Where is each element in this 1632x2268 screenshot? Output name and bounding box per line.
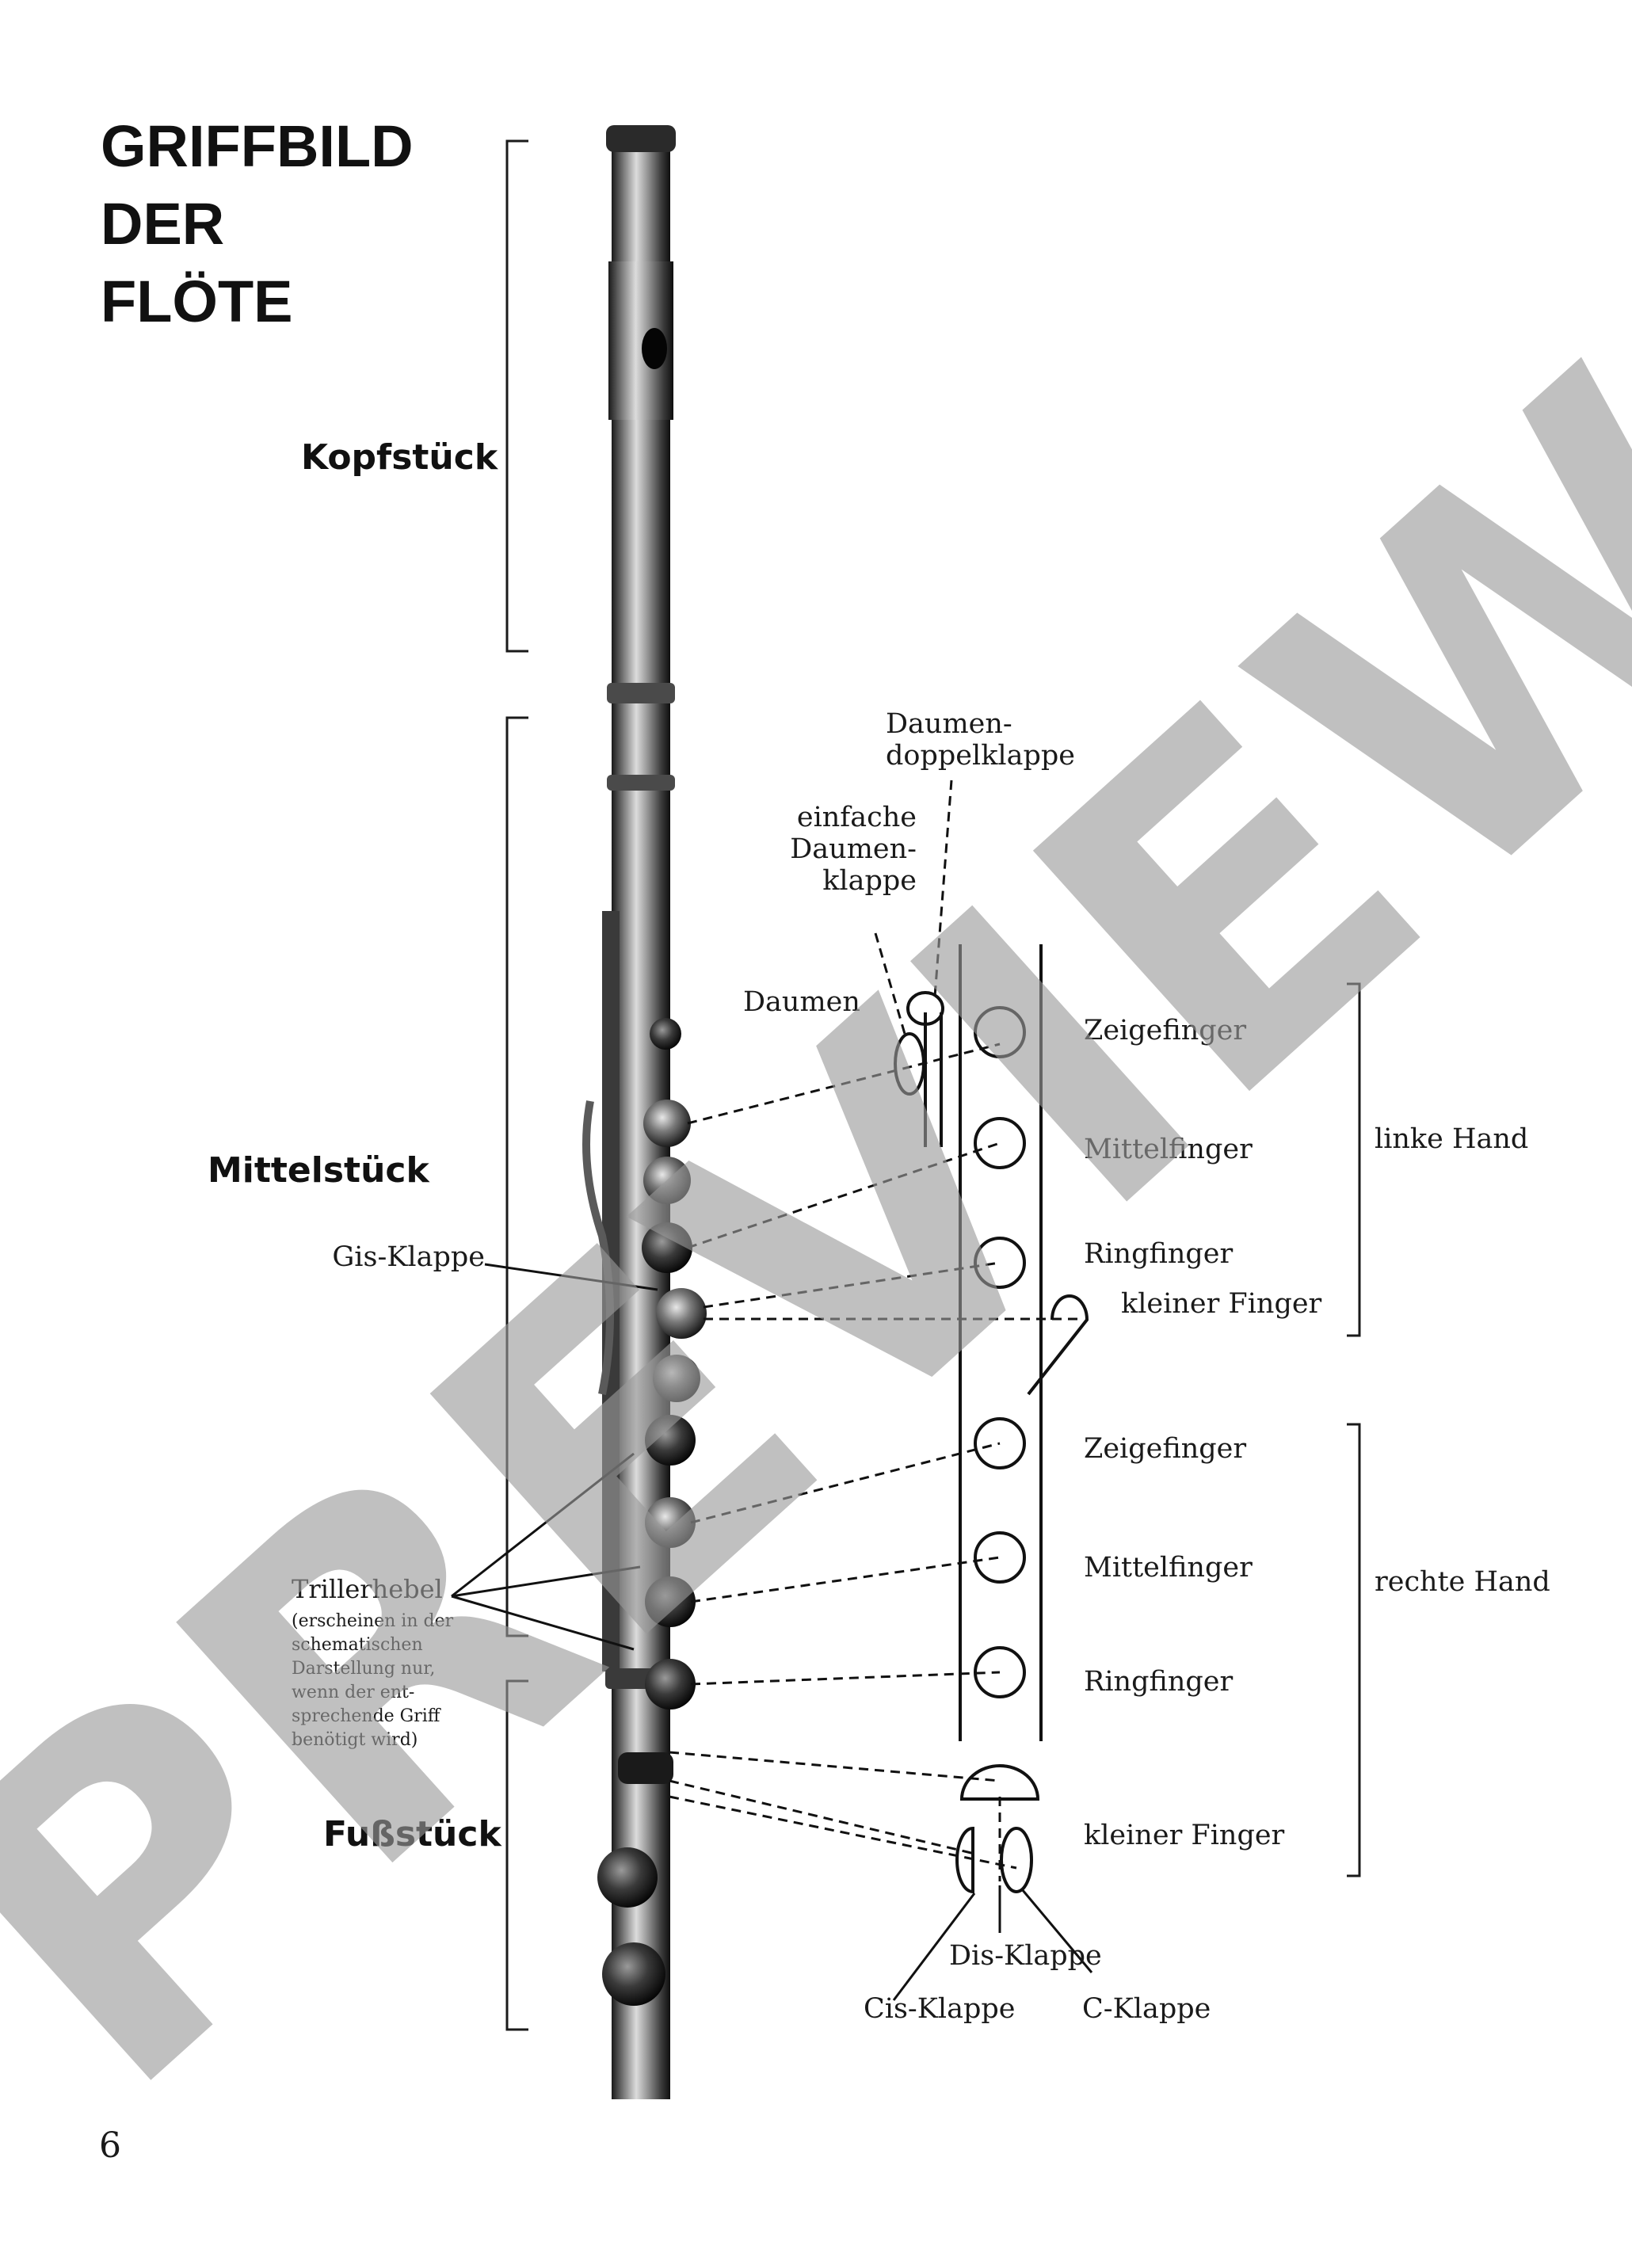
label-right-middle: Mittelfinger bbox=[1084, 1552, 1253, 1584]
title-line-1: GRIFFBILD bbox=[101, 113, 414, 179]
cis-key-shape bbox=[955, 1826, 974, 1894]
label-trill-note-1: (erscheinen in der bbox=[292, 1611, 454, 1631]
leader-trill-3 bbox=[451, 1595, 635, 1651]
foot-key-1 bbox=[597, 1847, 658, 1908]
label-single-thumb-3: klappe bbox=[822, 865, 917, 897]
flute-key-5 bbox=[653, 1355, 700, 1402]
gis-key-shape bbox=[1027, 1294, 1089, 1396]
leader-left-ring bbox=[703, 1261, 1001, 1309]
label-gis-klappe: Gis-Klappe bbox=[332, 1241, 485, 1273]
leader-trill-1 bbox=[451, 1452, 635, 1598]
label-single-thumb-2: Daumen- bbox=[790, 833, 917, 865]
leader-left-middle bbox=[687, 1142, 1001, 1249]
flute-key-3 bbox=[642, 1222, 692, 1273]
label-c-klappe: C-Klappe bbox=[1082, 1993, 1211, 2025]
label-trill-note-2: schematischen bbox=[292, 1635, 423, 1655]
key-mechanism bbox=[582, 1100, 614, 1395]
leader-single-thumb bbox=[874, 932, 906, 1035]
hole-left-middle bbox=[974, 1117, 1026, 1169]
page-number: 6 bbox=[99, 2125, 121, 2166]
label-right-ring: Ringfinger bbox=[1084, 1666, 1233, 1698]
middle-ring bbox=[607, 775, 675, 791]
hole-left-ring bbox=[974, 1237, 1026, 1289]
label-right-little: kleiner Finger bbox=[1084, 1820, 1285, 1851]
label-cis-klappe: Cis-Klappe bbox=[864, 1993, 1016, 2025]
leader-c-label bbox=[1020, 1889, 1093, 1973]
bracket-head bbox=[505, 139, 528, 653]
leader-gis-klappe bbox=[484, 1263, 658, 1291]
leader-cis-label bbox=[892, 1893, 976, 2001]
label-left-little: kleiner Finger bbox=[1121, 1288, 1322, 1320]
head-joint-ring bbox=[607, 683, 675, 703]
embouchure-hole bbox=[642, 328, 667, 369]
label-dis-klappe: Dis-Klappe bbox=[949, 1940, 1102, 1972]
label-trill-title: Trillerhebel bbox=[292, 1574, 443, 1604]
leader-left-index bbox=[687, 1043, 1001, 1125]
leader-cis bbox=[669, 1779, 975, 1855]
label-right-index: Zeigefinger bbox=[1084, 1433, 1246, 1465]
label-single-thumb-1: einfache bbox=[797, 802, 917, 833]
label-double-thumb-2: doppelklappe bbox=[886, 740, 1075, 772]
label-trill-note-5: sprechende Griff bbox=[292, 1706, 441, 1726]
label-left-ring: Ringfinger bbox=[1084, 1238, 1233, 1270]
bracket-foot bbox=[505, 1679, 528, 2031]
label-thumb: Daumen bbox=[743, 986, 860, 1018]
solid-leaders bbox=[451, 1263, 1093, 2001]
leader-right-middle bbox=[690, 1556, 1001, 1603]
leader-trill-2 bbox=[451, 1565, 641, 1598]
flute-crown bbox=[606, 125, 676, 152]
section-label-foot: Fußstück bbox=[323, 1814, 502, 1854]
leader-right-index bbox=[690, 1442, 1001, 1524]
hole-right-middle bbox=[974, 1531, 1026, 1584]
hole-right-ring bbox=[974, 1646, 1026, 1698]
hole-right-index bbox=[974, 1417, 1026, 1469]
label-left-middle: Mittelfinger bbox=[1084, 1134, 1253, 1165]
c-key-shape bbox=[1000, 1827, 1033, 1893]
flute-key-7 bbox=[645, 1497, 696, 1548]
section-label-head: Kopfstück bbox=[301, 437, 499, 478]
label-left-index: Zeigefinger bbox=[1084, 1015, 1246, 1046]
dis-key-shape bbox=[959, 1764, 1040, 1801]
flute-key-9 bbox=[645, 1659, 696, 1710]
label-trill-note-4: wenn der ent- bbox=[292, 1683, 414, 1702]
label-trill-note-6: benötigt wird) bbox=[292, 1730, 418, 1750]
foot-key-roller bbox=[618, 1752, 673, 1784]
gis-key bbox=[656, 1288, 707, 1339]
thumb-double-key bbox=[906, 991, 944, 1026]
label-trill-note-3: Darstellung nur, bbox=[292, 1659, 435, 1679]
flute-image bbox=[582, 125, 707, 2099]
leader-dis bbox=[669, 1751, 1001, 1782]
label-right-hand: rechte Hand bbox=[1375, 1566, 1550, 1598]
thumb-key bbox=[650, 1018, 681, 1050]
bracket-left-hand bbox=[1347, 982, 1361, 1337]
flute-key-6 bbox=[645, 1415, 696, 1466]
flute-key-1 bbox=[643, 1100, 691, 1147]
fingering-schematic bbox=[894, 944, 1089, 1894]
bracket-right-hand bbox=[1347, 1423, 1361, 1877]
foot-key-2 bbox=[602, 1942, 665, 2006]
bracket-middle bbox=[505, 716, 528, 1637]
leader-double-thumb bbox=[933, 780, 953, 997]
dashed-leaders bbox=[669, 780, 1077, 1881]
leader-right-ring bbox=[690, 1671, 1001, 1686]
preview-watermark: PREVIEW bbox=[0, 283, 1632, 2186]
title-line-2: DER bbox=[101, 191, 224, 257]
flute-key-8 bbox=[645, 1576, 696, 1627]
page-title: GRIFFBILD DER FLÖTE bbox=[101, 113, 414, 334]
label-double-thumb-1: Daumen- bbox=[886, 708, 1012, 740]
hole-left-index bbox=[974, 1006, 1026, 1058]
label-left-hand: linke Hand bbox=[1375, 1123, 1528, 1155]
flute-key-2 bbox=[643, 1157, 691, 1204]
leader-c bbox=[669, 1795, 1017, 1870]
title-line-3: FLÖTE bbox=[101, 269, 293, 334]
section-brackets bbox=[505, 139, 1361, 2031]
section-label-middle: Mittelstück bbox=[208, 1150, 430, 1191]
trill-lever-note: Trillerhebel (erscheinen in der schemati… bbox=[292, 1574, 454, 1750]
